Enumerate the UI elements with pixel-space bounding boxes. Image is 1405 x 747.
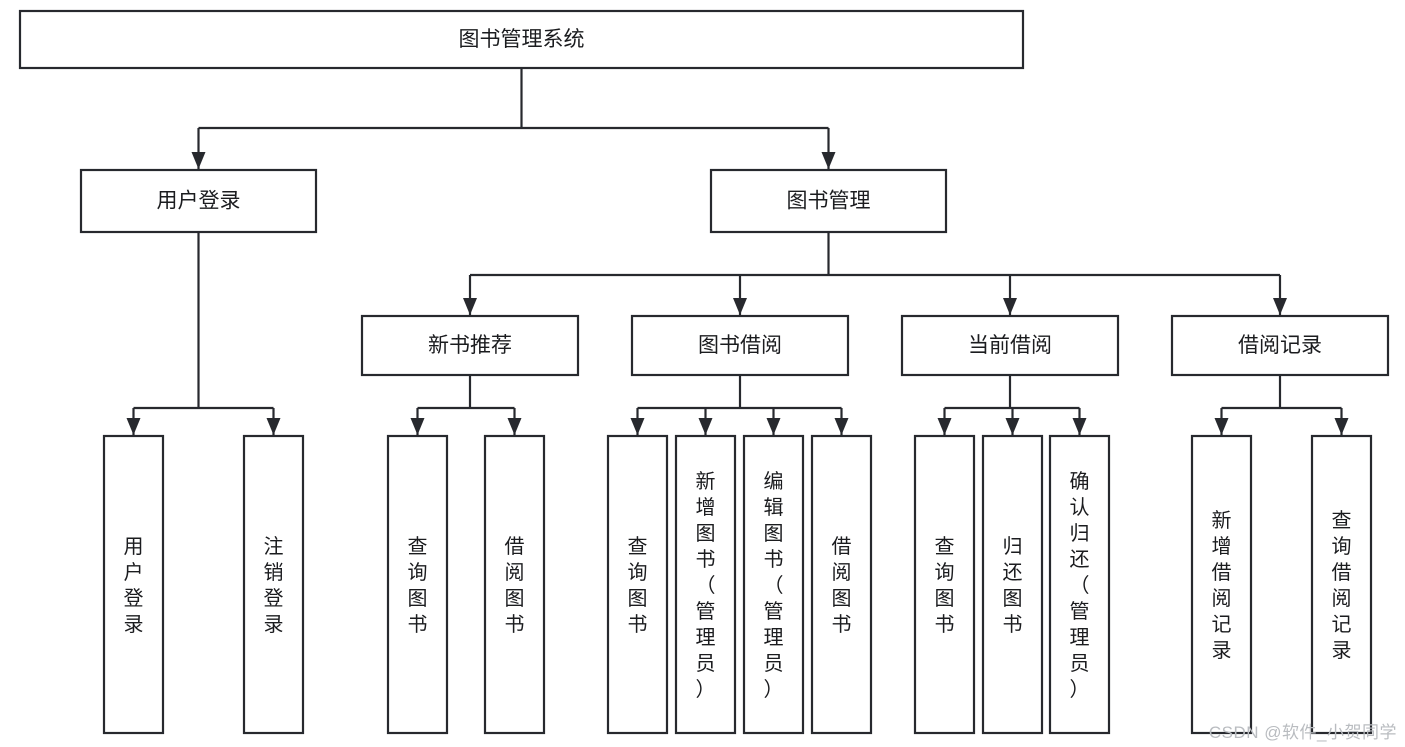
node-level2-0[interactable]: 用户登录 [79,168,318,234]
arrow-head-icon [266,418,281,435]
node-leaf-9-label: 归还图书 [1003,535,1023,636]
node-leaf-11[interactable]: 新增借阅记录 [1190,434,1253,735]
arrow-head-icon [937,418,952,435]
arrow-head-icon [1214,418,1229,435]
node-leaf-10-rect [1048,434,1111,735]
node-level3-2-rect [900,314,1120,377]
arrow-head-icon [1334,418,1349,435]
node-level3-1[interactable]: 图书借阅 [630,314,850,377]
node-leaf-2-rect [386,434,449,735]
node-leaf-6-label: 编辑图书（管理员） [764,470,784,701]
node-leaf-5-rect [674,434,737,735]
node-level3-3[interactable]: 借阅记录 [1170,314,1390,377]
node-level3-0[interactable]: 新书推荐 [360,314,580,377]
node-level3-2[interactable]: 当前借阅 [900,314,1120,377]
node-leaf-2[interactable]: 查询图书 [386,434,449,735]
arrow-head-icon [698,418,713,435]
node-root-label: 图书管理系统 [459,28,585,51]
node-leaf-7-rect [810,434,873,735]
node-leaf-6[interactable]: 编辑图书（管理员） [742,434,805,735]
node-leaf-3-label: 借阅图书 [505,535,525,636]
node-leaf-5[interactable]: 新增图书（管理员） [674,434,737,735]
node-level2-1[interactable]: 图书管理 [709,168,948,234]
node-level2-1-label: 图书管理 [787,190,871,213]
node-leaf-9-rect [981,434,1044,735]
node-leaf-8-rect [913,434,976,735]
arrow-head-icon [834,418,849,435]
node-leaf-4[interactable]: 查询图书 [606,434,669,735]
arrow-head-icon [507,418,522,435]
node-leaf-8[interactable]: 查询图书 [913,434,976,735]
node-leaf-1[interactable]: 注销登录 [242,434,305,735]
node-leaf-0[interactable]: 用户登录 [102,434,165,735]
node-leaf-4-label: 查询图书 [628,535,648,636]
node-leaf-3[interactable]: 借阅图书 [483,434,546,735]
node-leaf-8-label: 查询图书 [935,535,955,636]
arrow-head-icon [410,418,425,435]
node-leaf-12-rect [1310,434,1373,735]
node-level2-0-rect [79,168,318,234]
node-level2-0-label: 用户登录 [157,190,241,213]
node-leaf-10[interactable]: 确认归还（管理员） [1048,434,1111,735]
arrow-head-icon [821,152,836,169]
arrow-head-icon [1003,298,1017,315]
node-level3-2-label: 当前借阅 [968,334,1052,357]
node-root[interactable]: 图书管理系统 [18,9,1025,70]
arrow-head-icon [1005,418,1020,435]
node-leaf-6-rect [742,434,805,735]
node-level3-3-label: 借阅记录 [1238,334,1322,357]
arrow-head-icon [630,418,645,435]
node-leaf-9[interactable]: 归还图书 [981,434,1044,735]
node-level3-0-rect [360,314,580,377]
node-leaf-4-rect [606,434,669,735]
arrow-head-icon [463,298,477,315]
arrow-head-icon [733,298,747,315]
arrow-head-icon [126,418,141,435]
node-level3-1-label: 图书借阅 [698,334,782,357]
node-leaf-1-label: 注销登录 [264,535,284,636]
node-leaf-11-rect [1190,434,1253,735]
node-leaf-1-rect [242,434,305,735]
node-leaf-12[interactable]: 查询借阅记录 [1310,434,1373,735]
node-leaf-11-label: 新增借阅记录 [1212,509,1232,662]
node-leaf-7[interactable]: 借阅图书 [810,434,873,735]
node-leaf-12-label: 查询借阅记录 [1332,509,1352,662]
node-leaf-3-rect [483,434,546,735]
node-leaf-7-label: 借阅图书 [832,535,852,636]
arrow-head-icon [191,152,206,169]
node-level3-1-rect [630,314,850,377]
node-level3-0-label: 新书推荐 [428,334,512,357]
node-leaf-0-label: 用户登录 [124,536,144,636]
node-leaf-0-rect [102,434,165,735]
node-level2-1-rect [709,168,948,234]
arrow-head-icon [766,418,781,435]
node-leaf-10-label: 确认归还（管理员） [1070,470,1090,701]
node-root-rect [18,9,1025,70]
arrow-head-icon [1273,298,1287,315]
node-leaf-2-label: 查询图书 [408,535,428,636]
node-level3-3-rect [1170,314,1390,377]
node-leaf-5-label: 新增图书（管理员） [696,470,716,701]
arrow-head-icon [1072,418,1087,435]
